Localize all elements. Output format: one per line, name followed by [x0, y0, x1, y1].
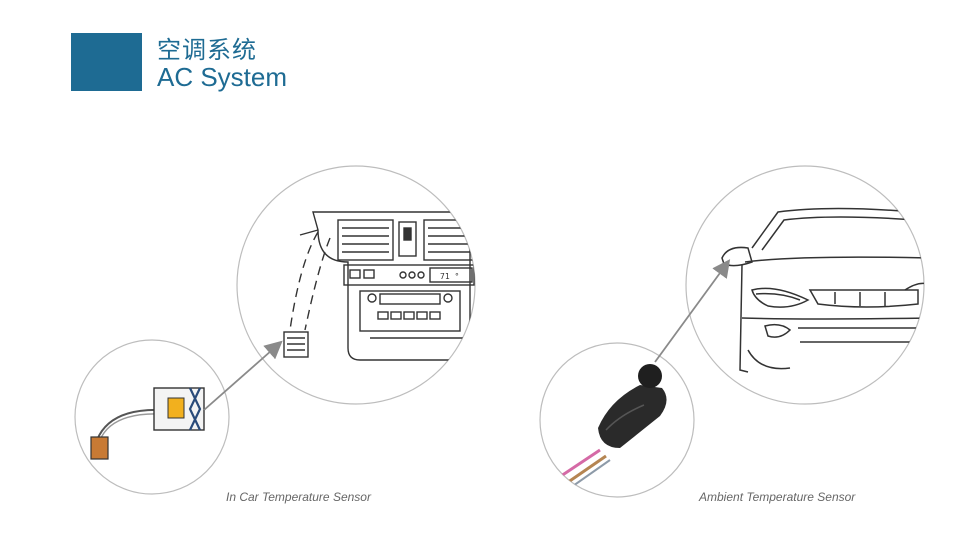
section-title-cn: 空调系统: [157, 36, 257, 64]
hazard-switch: [398, 221, 417, 257]
sensor-body: [598, 385, 667, 448]
air-vent-left: [337, 219, 394, 261]
connector-plug: [90, 436, 109, 460]
in-car-sensor-circle: [74, 339, 230, 495]
right-arrow: [654, 259, 731, 363]
dash-temp-readout: 71 °: [440, 272, 459, 281]
ambient-sensor-caption: Ambient Temperature Sensor: [699, 490, 856, 504]
left-arrow: [203, 340, 283, 411]
dashboard-circle: 71 °: [236, 165, 476, 405]
fog-light: [764, 323, 792, 338]
in-car-sensor-caption: In Car Temperature Sensor: [226, 490, 371, 504]
sensor-tip: [638, 364, 662, 388]
temperature-display: [429, 267, 473, 283]
sensor-grille: [283, 331, 309, 358]
section-marker-block: [71, 33, 142, 91]
climate-control-panel: [343, 264, 475, 286]
headlight: [751, 287, 810, 308]
radio-unit: [359, 290, 461, 332]
front-grille: [808, 289, 919, 308]
ambient-sensor-circle: [539, 342, 695, 498]
car-front-circle: [685, 165, 925, 405]
section-title-en: AC System: [157, 62, 288, 92]
fan-icon: [188, 387, 202, 431]
